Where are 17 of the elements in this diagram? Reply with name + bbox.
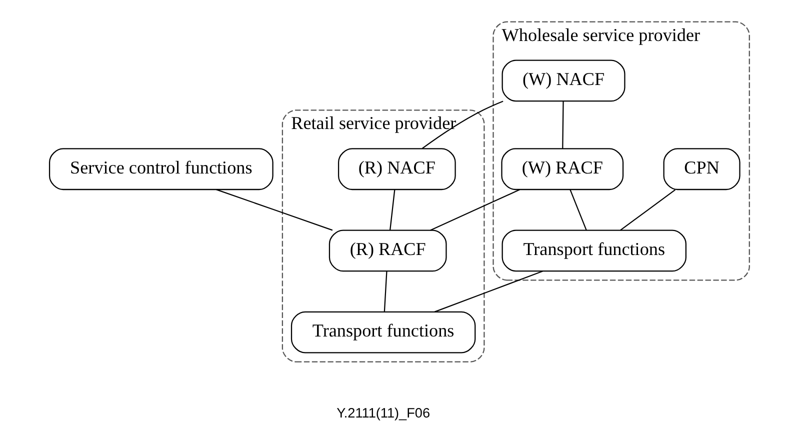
node-box: (R) NACF [337, 148, 456, 190]
connector [562, 101, 564, 148]
connector [620, 189, 676, 231]
node-box: (W) RACF [500, 148, 624, 190]
node-box: Service control functions [48, 148, 273, 190]
label: Y.2111(11)_F06 [336, 405, 430, 420]
connector [216, 189, 332, 231]
node-box: CPN [662, 148, 740, 190]
node-box: (R) RACF [328, 230, 446, 272]
connector [421, 100, 503, 149]
node-box: Transport functions [290, 311, 476, 354]
connector [389, 190, 395, 230]
node-box: Transport functions [501, 230, 686, 272]
connector [569, 190, 586, 230]
connector [430, 189, 520, 231]
node-box: (W) NACF [501, 60, 625, 102]
connector [383, 271, 387, 312]
